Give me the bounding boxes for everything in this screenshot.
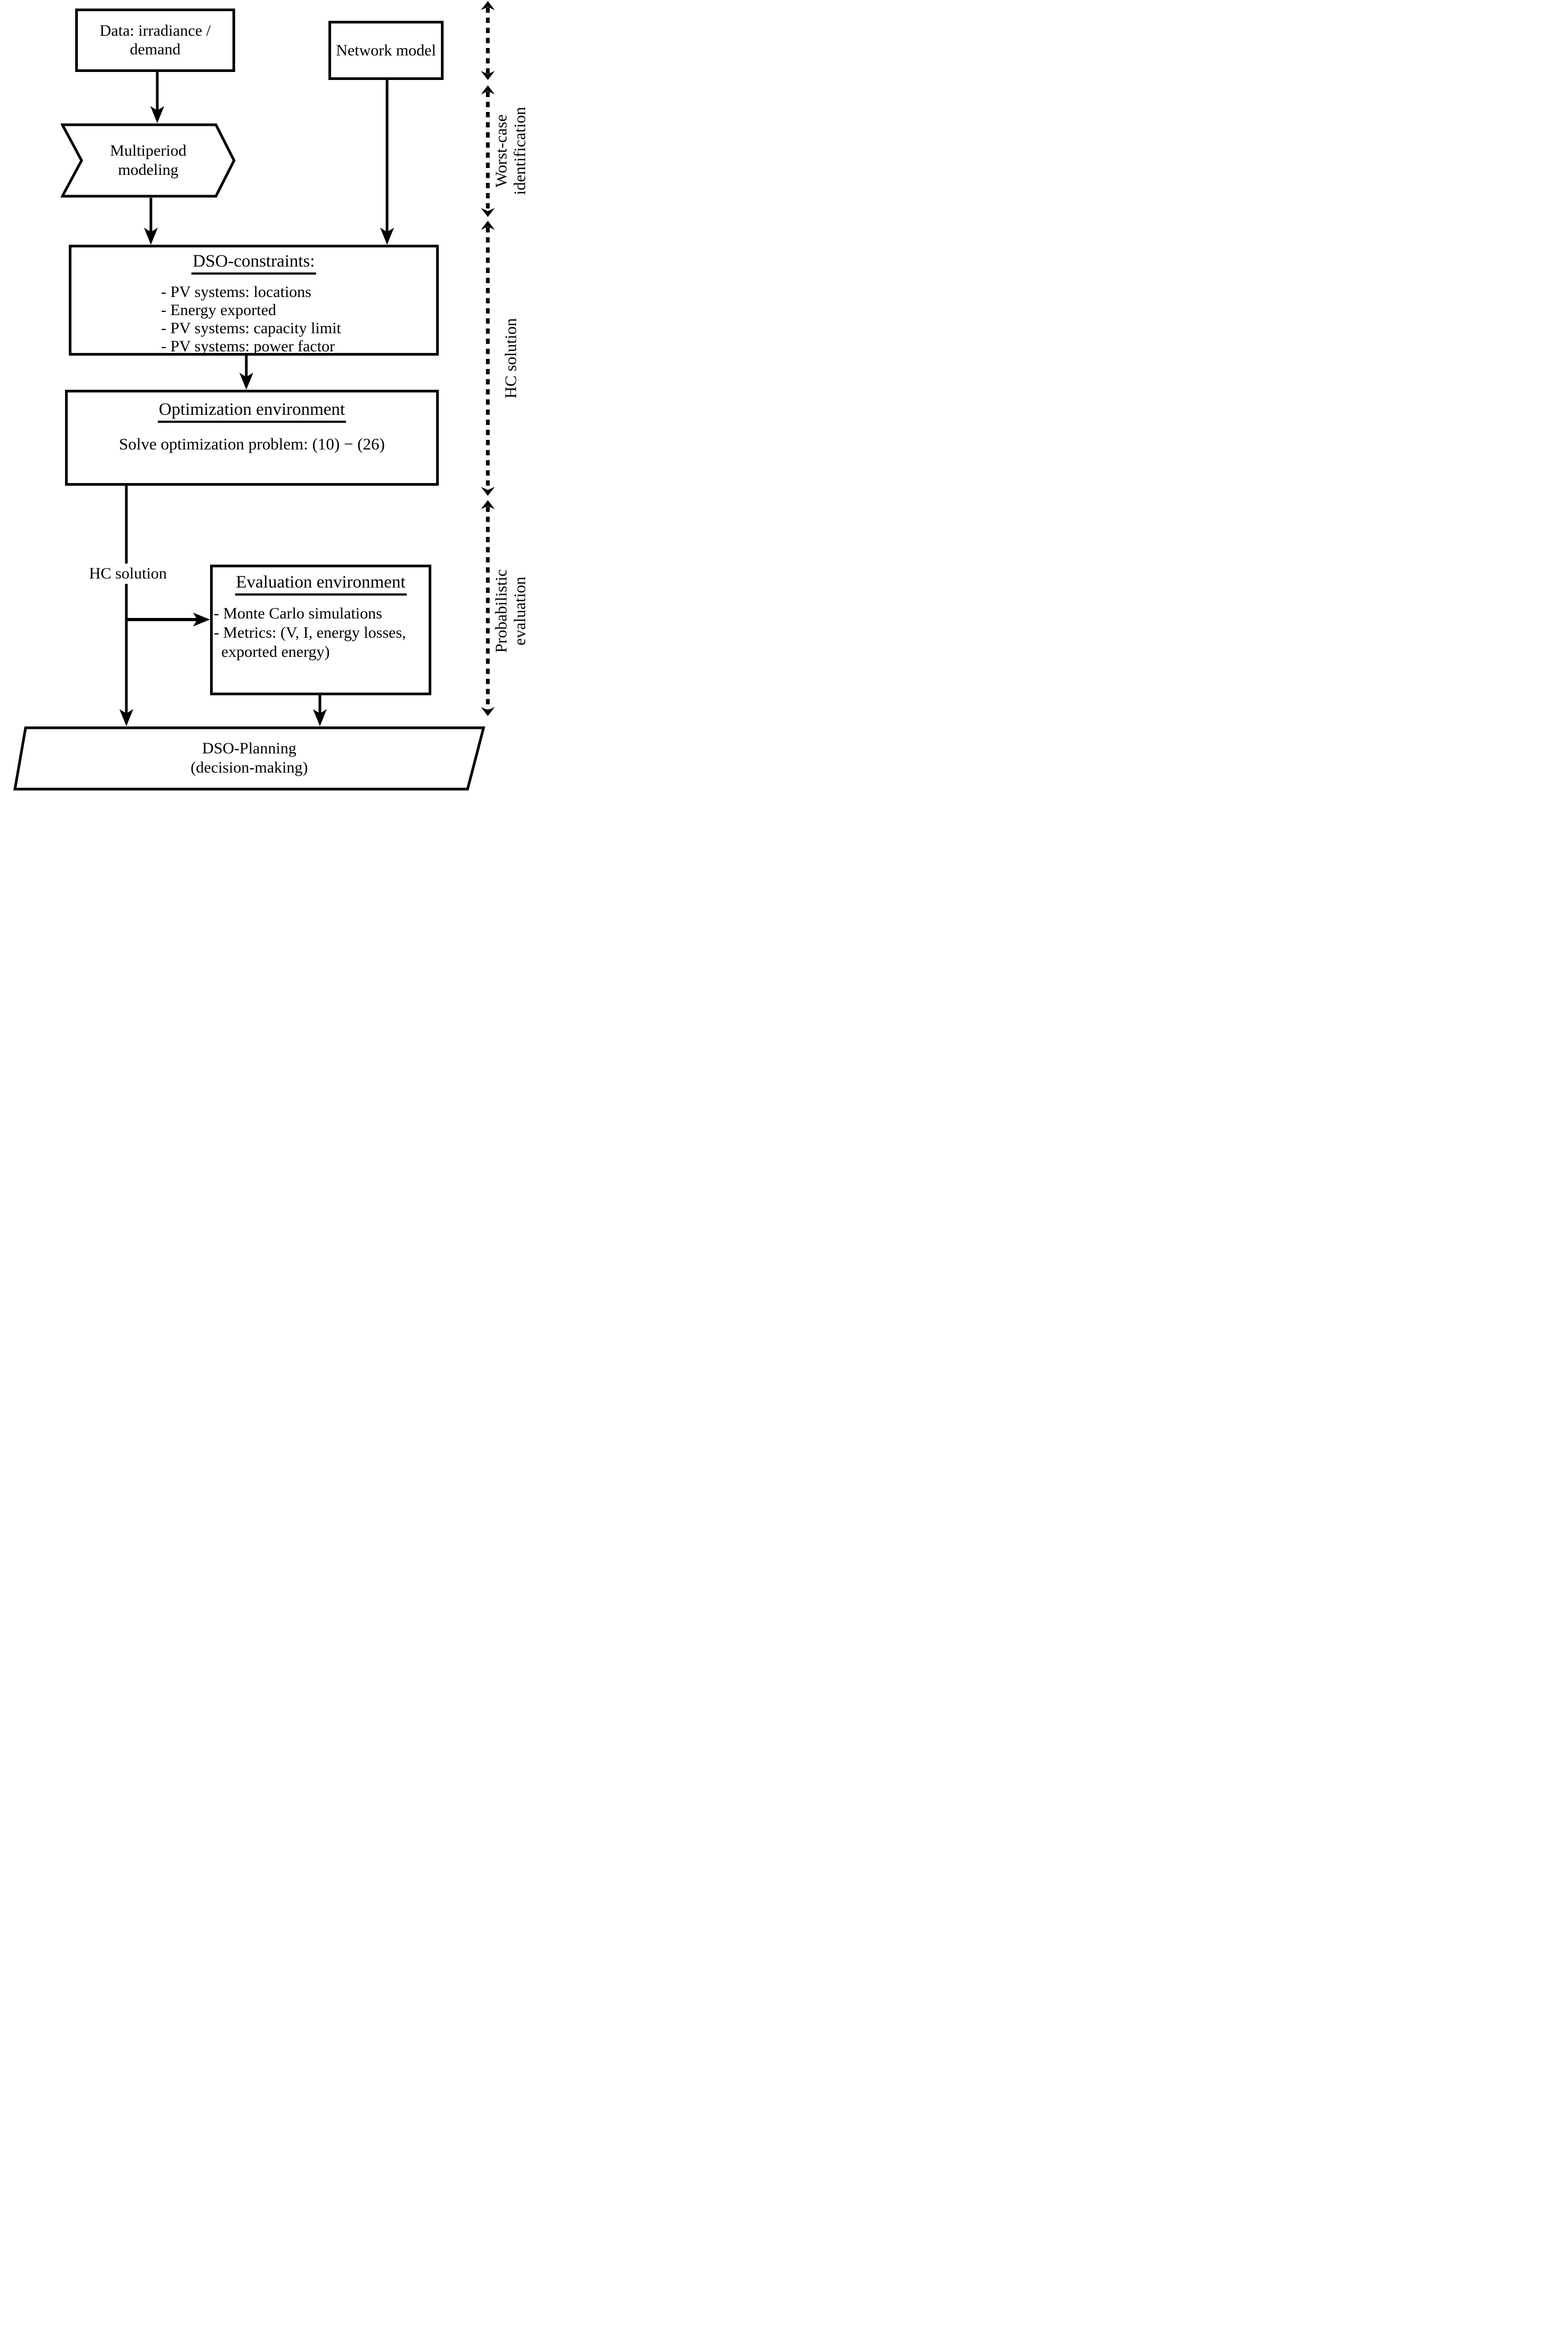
node-evaluation-environment: Evaluation environment - Monte Carlo sim… bbox=[210, 565, 431, 695]
phase-arrow-up-icon bbox=[481, 500, 495, 509]
phase-label-hc-solution: HC solution bbox=[501, 318, 520, 399]
edge-label-hc-solution: HC solution bbox=[85, 564, 171, 584]
phase-arrow-down-icon bbox=[481, 71, 495, 80]
node-network-model: Network model bbox=[328, 21, 444, 80]
node-dso-planning: DSO-Planning (decision-making) bbox=[13, 726, 485, 791]
arrow-hc-solution-head-icon bbox=[119, 709, 133, 726]
node-optimization-body: Solve optimization problem: (10) − (26) bbox=[119, 435, 385, 453]
list-item: - PV systems: capacity limit bbox=[161, 319, 341, 337]
node-multiperiod-label-line2: modeling bbox=[118, 161, 179, 179]
phase-arrow-hc-solution bbox=[481, 221, 495, 496]
node-evaluation-title: Evaluation environment bbox=[213, 572, 429, 596]
node-planning-label-line1: DSO-Planning bbox=[202, 740, 296, 757]
node-network-label: Network model bbox=[336, 42, 436, 59]
phase-arrow-up-icon bbox=[481, 85, 495, 94]
list-item: - Monte Carlo simulations bbox=[214, 605, 382, 622]
arrow-multiperiod-to-dso-head-icon bbox=[144, 228, 158, 245]
node-optimization-environment: Optimization environment Solve optimizat… bbox=[65, 390, 439, 486]
arrow-evaluation-to-planning-head-icon bbox=[313, 709, 327, 726]
list-item: - PV systems: locations bbox=[161, 283, 311, 301]
phase-arrow-probabilistic bbox=[481, 500, 495, 716]
list-item: - PV systems: power factor bbox=[161, 338, 335, 355]
phase-label-line1: Worst-case bbox=[492, 114, 510, 188]
node-data-irradiance-demand: Data: irradiance / demand bbox=[75, 9, 235, 72]
node-dso-constraints: DSO-constraints: - PV systems: locations… bbox=[69, 245, 439, 356]
flowchart-canvas: Data: irradiance / demand Network model … bbox=[0, 0, 533, 792]
phase-label-line2: evaluation bbox=[510, 576, 529, 646]
chevron-shape-icon bbox=[61, 123, 236, 198]
chevron-polygon bbox=[61, 123, 236, 198]
node-optimization-title-text: Optimization environment bbox=[157, 399, 347, 423]
node-planning-label-line2: (decision-making) bbox=[190, 759, 308, 776]
parallelogram-shape-icon bbox=[13, 726, 485, 791]
phase-arrow-down-icon bbox=[481, 208, 495, 217]
phase-label-line1: Probabilistic bbox=[492, 569, 510, 653]
node-dso-title-text: DSO-constraints: bbox=[191, 251, 316, 275]
phase-arrow-up-icon bbox=[481, 221, 495, 230]
node-planning-label: DSO-Planning (decision-making) bbox=[13, 739, 485, 777]
node-dso-item-list: - PV systems: locations - Energy exporte… bbox=[161, 283, 436, 356]
phase-arrow-input bbox=[481, 1, 495, 80]
node-data-label-line2: demand bbox=[130, 41, 181, 58]
arrow-data-to-multiperiod-head-icon bbox=[150, 106, 164, 123]
phase-arrow-down-icon bbox=[481, 487, 495, 496]
node-data-label-line1: Data: irradiance / bbox=[99, 22, 211, 39]
node-evaluation-item-list: - Monte Carlo simulations - Metrics: (V,… bbox=[214, 604, 429, 662]
node-dso-title: DSO-constraints: bbox=[71, 251, 436, 275]
phase-label-probabilistic-evaluation: Probabilistic evaluation bbox=[492, 555, 529, 667]
arrow-hc-to-evaluation-head-icon bbox=[193, 613, 210, 626]
phase-arrow-worst-case bbox=[481, 85, 495, 217]
connector-layer bbox=[119, 1, 495, 726]
node-multiperiod-label-line1: Multiperiod bbox=[110, 142, 187, 159]
list-item: - Metrics: (V, I, energy losses, bbox=[214, 624, 406, 641]
node-evaluation-title-text: Evaluation environment bbox=[235, 572, 407, 596]
list-item: - Energy exported bbox=[161, 301, 277, 319]
arrow-dso-to-optimization-head-icon bbox=[239, 373, 253, 390]
parallelogram-polygon bbox=[13, 726, 485, 791]
node-optimization-title: Optimization environment bbox=[68, 399, 436, 423]
phase-label-worst-case-identification: Worst-case identification bbox=[492, 90, 529, 212]
phase-label-line2: identification bbox=[510, 107, 529, 195]
phase-arrow-down-icon bbox=[481, 707, 495, 716]
arrow-network-to-dso-head-icon bbox=[380, 228, 394, 245]
list-item: exported energy) bbox=[221, 643, 330, 661]
phase-arrow-up-icon bbox=[481, 1, 495, 10]
node-multiperiod-modeling: Multiperiod modeling bbox=[61, 123, 236, 198]
node-multiperiod-label: Multiperiod modeling bbox=[61, 141, 236, 180]
